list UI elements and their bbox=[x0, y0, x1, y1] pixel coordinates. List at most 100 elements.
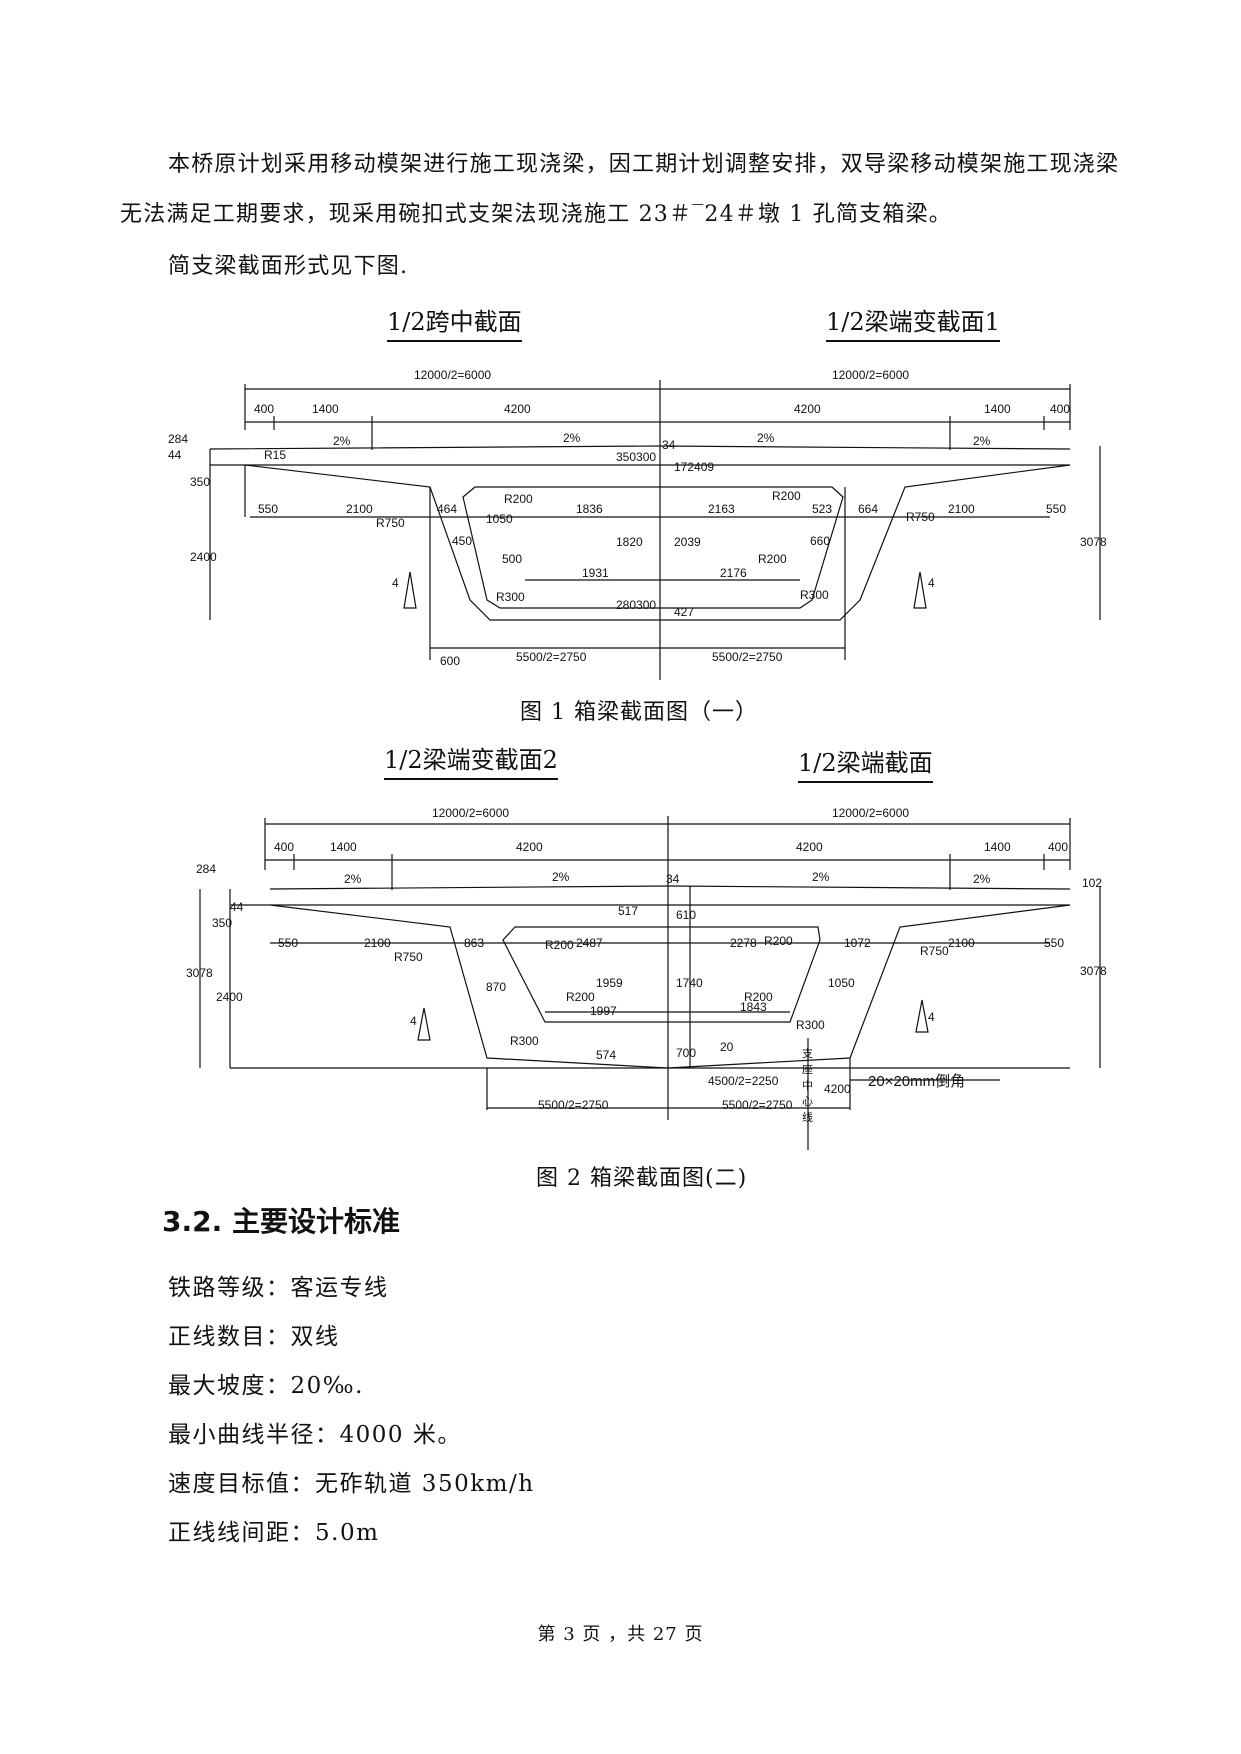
dim-label: 350300 bbox=[616, 450, 657, 464]
spec-item: 正线线间距：5.0m bbox=[168, 1520, 380, 1546]
dim-label: 5500/2=2750 bbox=[722, 1098, 793, 1112]
dim-label: 1400 bbox=[984, 402, 1011, 416]
dim-label: 1400 bbox=[312, 402, 339, 416]
dim-label: 2100 bbox=[948, 936, 975, 950]
dim-label: 2% bbox=[757, 431, 775, 445]
dim-label: 2% bbox=[333, 434, 351, 448]
dim-label: 2100 bbox=[948, 502, 975, 516]
dim-label: 1959 bbox=[596, 976, 623, 990]
intro-figure-note: 简支梁截面形式见下图. bbox=[168, 254, 409, 279]
dim-label: 660 bbox=[810, 534, 831, 548]
dim-label: 4200 bbox=[504, 402, 531, 416]
dim-label: 12000/2=6000 bbox=[832, 368, 910, 382]
dim-label: 2400 bbox=[216, 990, 243, 1004]
dim-label: 2% bbox=[563, 431, 581, 445]
dim-label: 4200 bbox=[516, 840, 543, 854]
dim-label: R200 bbox=[758, 552, 787, 566]
dim-label: 574 bbox=[596, 1048, 617, 1062]
dim-label: 4200 bbox=[824, 1082, 851, 1096]
fig1-title-left: 1/2跨中截面 bbox=[387, 302, 522, 342]
dim-label: 4200 bbox=[796, 840, 823, 854]
fig1-drawing bbox=[209, 380, 1101, 680]
dim-label: 523 bbox=[812, 502, 833, 516]
dim-label: R200 bbox=[504, 492, 533, 506]
dim-label: 12000/2=6000 bbox=[414, 368, 492, 382]
dim-label: 5500/2=2750 bbox=[516, 650, 587, 664]
dim-label: 3078 bbox=[1080, 964, 1107, 978]
dim-label: 4200 bbox=[794, 402, 821, 416]
dim-label: 44 bbox=[230, 900, 244, 914]
dim-label: 350 bbox=[190, 475, 211, 489]
dim-label: 2% bbox=[973, 434, 991, 448]
dim-label: 2487 bbox=[576, 936, 603, 950]
dim-label: 1072 bbox=[844, 936, 871, 950]
dim-label: 4 bbox=[392, 576, 399, 590]
dim-label: 2% bbox=[973, 872, 991, 886]
dim-label: 664 bbox=[858, 502, 879, 516]
dim-label: 2176 bbox=[720, 566, 747, 580]
dim-label: R15 bbox=[264, 448, 287, 462]
dim-label: 500 bbox=[502, 552, 523, 566]
dim-label: 1836 bbox=[576, 502, 603, 516]
dim-label: R750 bbox=[376, 516, 405, 530]
dim-label: 1740 bbox=[676, 976, 703, 990]
dim-label: R300 bbox=[800, 588, 829, 602]
dim-label: 12000/2=6000 bbox=[432, 806, 510, 820]
dim-label: 427 bbox=[674, 605, 695, 619]
dim-label: 34 bbox=[666, 872, 680, 886]
dim-label: 400 bbox=[254, 402, 275, 416]
dim-label: 400 bbox=[1048, 840, 1069, 854]
dim-label: R750 bbox=[906, 510, 935, 524]
spec-item: 速度目标值：无砟轨道 350km/h bbox=[168, 1471, 535, 1497]
spec-item: 铁路等级：客运专线 bbox=[168, 1275, 389, 1301]
dim-label: R200 bbox=[764, 934, 793, 948]
dim-label: 1931 bbox=[582, 566, 609, 580]
dim-label: 284 bbox=[168, 432, 189, 446]
dim-label: 2278 bbox=[730, 936, 757, 950]
dim-label: 2% bbox=[552, 870, 570, 884]
dim-label: 350 bbox=[212, 916, 233, 930]
dim-label: 1400 bbox=[330, 840, 357, 854]
dim-label: 1050 bbox=[828, 976, 855, 990]
dim-label: 2400 bbox=[190, 550, 217, 564]
dim-label: R200 bbox=[744, 990, 773, 1004]
dim-label: 20 bbox=[720, 1040, 734, 1054]
intro-paragraph: 本桥原计划采用移动模架进行施工现浇梁，因工期计划调整安排，双导梁移动模架施工现浇… bbox=[120, 152, 1120, 227]
dim-label: R750 bbox=[394, 950, 423, 964]
dim-label: R200 bbox=[566, 990, 595, 1004]
fig2-dims: 12000/2=6000 12000/2=6000 400 1400 4200 … bbox=[186, 806, 1107, 1124]
dim-label: 2039 bbox=[674, 535, 701, 549]
dim-label: 172409 bbox=[674, 460, 715, 474]
fig2-drawing bbox=[199, 816, 1101, 1150]
dim-label: 2163 bbox=[708, 502, 735, 516]
dim-label: 550 bbox=[278, 936, 299, 950]
fig1-title-right: 1/2梁端变截面1 bbox=[826, 302, 1000, 342]
dim-label: 450 bbox=[452, 534, 473, 548]
dim-label: 1050 bbox=[486, 512, 513, 526]
dim-label: 550 bbox=[258, 502, 279, 516]
dim-label: 400 bbox=[1050, 402, 1071, 416]
dim-label: 3078 bbox=[1080, 535, 1107, 549]
dim-label: R200 bbox=[545, 938, 574, 952]
dim-label: 517 bbox=[618, 904, 639, 918]
dim-label: 870 bbox=[486, 980, 507, 994]
dim-label: R300 bbox=[510, 1034, 539, 1048]
dim-label: 550 bbox=[1046, 502, 1067, 516]
dim-label: R300 bbox=[796, 1018, 825, 1032]
dim-label: 550 bbox=[1044, 936, 1065, 950]
dim-label: 1400 bbox=[984, 840, 1011, 854]
dim-label: 863 bbox=[464, 936, 485, 950]
dim-label: 3078 bbox=[186, 966, 213, 980]
spec-item: 正线数目：双线 bbox=[168, 1324, 340, 1350]
dim-label: 284 bbox=[196, 862, 217, 876]
page-footer: 第 3 页 ，共 27 页 bbox=[537, 1624, 704, 1645]
dim-label: 1843 bbox=[740, 1000, 767, 1014]
dim-label: 4500/2=2250 bbox=[708, 1074, 779, 1088]
dim-label: 1997 bbox=[590, 1004, 617, 1018]
dim-label: R300 bbox=[496, 590, 525, 604]
dim-label: 2% bbox=[344, 872, 362, 886]
dim-label: 280300 bbox=[616, 598, 657, 612]
dim-label: 400 bbox=[274, 840, 295, 854]
dim-label: 102 bbox=[1082, 876, 1103, 890]
fig1-caption: 图 1 箱梁截面图（一） bbox=[520, 700, 758, 725]
